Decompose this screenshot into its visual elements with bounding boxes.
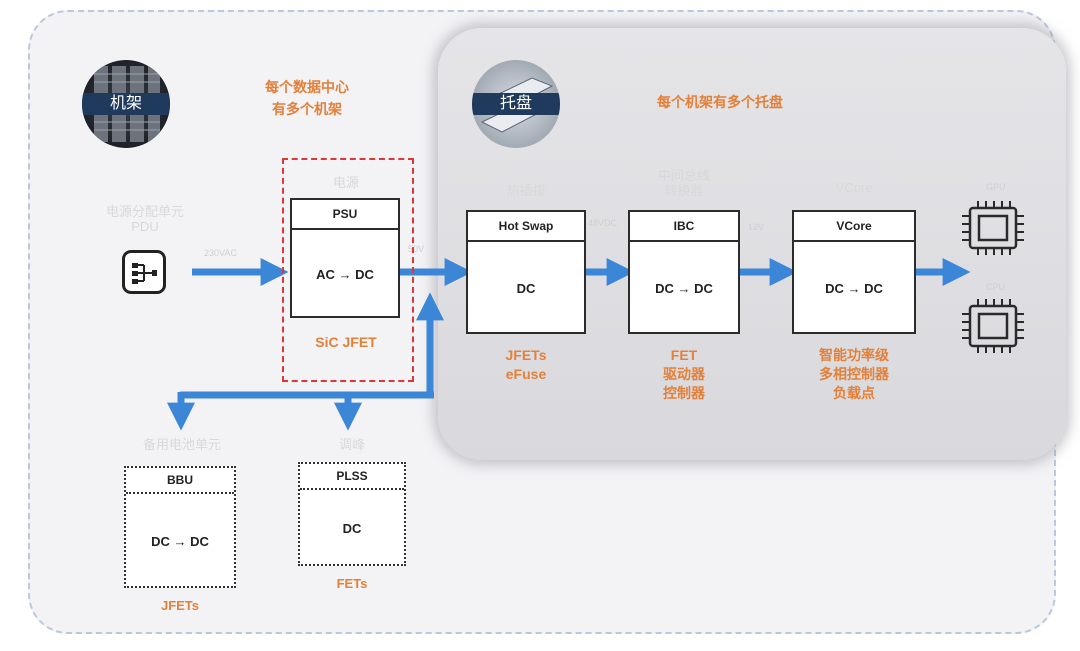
plss-body: DC bbox=[342, 520, 362, 536]
psu-header: PSU bbox=[292, 200, 398, 230]
hotswap-tech: JFETs eFuse bbox=[466, 346, 586, 384]
voltage-label-3: 48VDC bbox=[588, 218, 618, 228]
rack-caption: 每个数据中心 有多个机架 bbox=[232, 76, 382, 120]
tray-badge: 托盘 bbox=[472, 60, 560, 148]
tray-caption: 每个机架有多个托盘 bbox=[657, 94, 783, 110]
hotswap-header: Hot Swap bbox=[468, 212, 584, 242]
ibc-block: IBC DC → DC bbox=[628, 210, 740, 334]
ibc-group-label-line1: 中间总线 bbox=[657, 168, 710, 183]
psu-tech: SiC JFET bbox=[315, 334, 377, 350]
bbu-header: BBU bbox=[126, 468, 234, 494]
bbu-body: DC → DC bbox=[151, 533, 209, 549]
rack-caption-line2: 有多个机架 bbox=[272, 101, 342, 117]
vcore-body: DC → DC bbox=[825, 280, 883, 296]
vcore-tech-line2: 多相控制器 bbox=[819, 366, 889, 382]
chip-bottom-label: CPU bbox=[986, 282, 1006, 292]
ibc-tech-line1: FET bbox=[670, 347, 698, 363]
pdu-label: 电源分配单元 PDU bbox=[100, 204, 190, 234]
hotswap-group-label: 热插拔 bbox=[506, 183, 546, 198]
bbu-block: BBU DC → DC bbox=[124, 466, 236, 588]
pdu-label-line2: PDU bbox=[131, 219, 159, 234]
vcore-header: VCore bbox=[794, 212, 914, 242]
ibc-group-label: 中间总线 转换器 bbox=[628, 168, 740, 198]
voltage-label-2: 50V bbox=[408, 244, 425, 254]
ibc-tech-line2: 驱动器 bbox=[663, 366, 705, 382]
hotswap-tech-line1: JFETs bbox=[505, 347, 547, 363]
plss-tech: FETs bbox=[336, 576, 368, 591]
plss-group-label: 调峰 bbox=[338, 437, 365, 452]
ibc-body: DC → DC bbox=[655, 280, 713, 296]
pdu-icon bbox=[122, 250, 166, 294]
hotswap-tech-line2: eFuse bbox=[505, 366, 547, 382]
hotswap-body: DC bbox=[516, 280, 536, 296]
ibc-tech-line3: 控制器 bbox=[663, 385, 705, 401]
plss-block: PLSS DC bbox=[298, 462, 406, 566]
rack-caption-line1: 每个数据中心 bbox=[265, 79, 349, 95]
vcore-tech-line3: 负载点 bbox=[833, 385, 875, 401]
vcore-tech-line1: 智能功率级 bbox=[819, 347, 889, 363]
ibc-header: IBC bbox=[630, 212, 738, 242]
psu-highlight-box bbox=[282, 158, 414, 382]
pdu-label-line1: 电源分配单元 bbox=[105, 204, 184, 219]
psu-body: AC → DC bbox=[316, 266, 374, 282]
ibc-group-label-line2: 转换器 bbox=[664, 183, 704, 198]
plss-header: PLSS bbox=[300, 464, 404, 490]
bbu-tech: JFETs bbox=[160, 598, 200, 613]
voltage-label-1: 230VAC bbox=[204, 248, 237, 258]
psu-group-label: 电源 bbox=[332, 175, 359, 190]
rack-badge-label: 机架 bbox=[82, 93, 170, 115]
hotswap-block: Hot Swap DC bbox=[466, 210, 586, 334]
chip-top-label: GPU bbox=[986, 182, 1006, 192]
bbu-group-label: 备用电池单元 bbox=[142, 437, 221, 452]
distribution-icon bbox=[132, 263, 157, 284]
vcore-tech: 智能功率级 多相控制器 负载点 bbox=[792, 346, 916, 403]
psu-block: PSU AC → DC bbox=[290, 198, 400, 318]
ibc-tech: FET 驱动器 控制器 bbox=[628, 346, 740, 403]
rack-badge: 机架 bbox=[82, 60, 170, 148]
vcore-group-label: VCore bbox=[835, 180, 873, 195]
vcore-block: VCore DC → DC bbox=[792, 210, 916, 334]
tray-badge-label: 托盘 bbox=[472, 93, 560, 115]
voltage-label-4: 12V bbox=[748, 222, 765, 232]
